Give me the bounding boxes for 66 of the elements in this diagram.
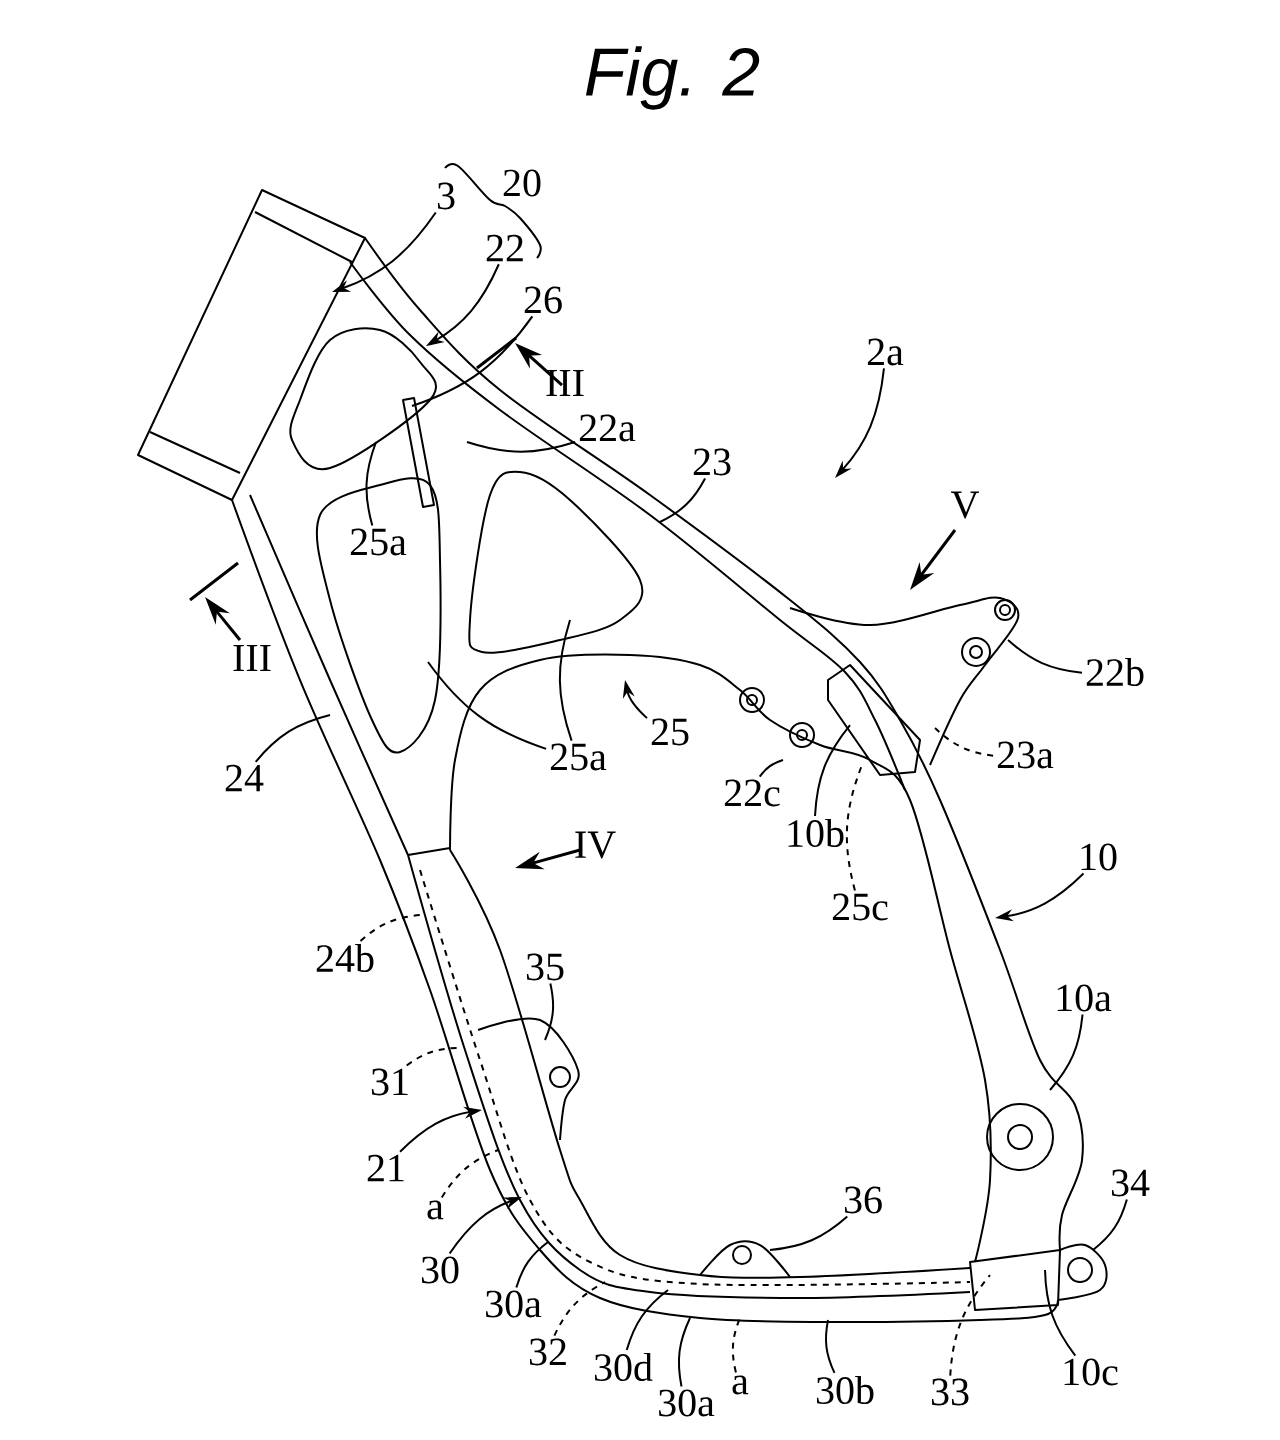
leader-line [1092,1198,1128,1251]
leader-line [949,1274,991,1377]
callout-number: 2a [867,338,904,366]
leader-line [427,661,548,750]
leader-line [1049,1013,1084,1091]
callout-number: 10a [1057,984,1112,1012]
callout-number: 23a [997,741,1054,769]
view-label: V [951,491,979,519]
leader-line [758,759,784,778]
leader-line [659,477,707,523]
leader-line [359,914,421,942]
leader-line [625,1289,669,1351]
callout-number: 34 [1111,1169,1150,1197]
leader-line [553,1281,606,1337]
callout-number: a [427,1200,444,1220]
callout-number: 31 [371,1068,408,1096]
callout-number: 25 [651,718,689,746]
leader-line [365,441,377,527]
callout-number: 10 [1081,843,1117,871]
callout-number: 36 [844,1186,882,1214]
callout-number: 22b [1086,657,1144,687]
leader-line [440,1149,499,1199]
callout-number: 23 [693,448,731,476]
callout-number: 25a [550,743,607,771]
leader-line [544,982,555,1041]
leader-line [405,1047,459,1067]
leader-line [934,727,995,757]
callout-number: 25a [350,528,407,556]
leader-line [814,724,851,817]
callout-number: 24b [316,943,374,973]
view-label: III [233,644,271,672]
figure-title: Fig. 2 [585,46,760,110]
callout-number: a [732,1375,749,1395]
callout-number: 20 [503,169,541,197]
callout-number: 30a [659,1389,715,1417]
leader-line [558,619,573,742]
leader-line [515,1241,549,1289]
callout-number: 22 [486,234,523,262]
callout-number: 21 [367,1154,404,1182]
callout-number: 30b [816,1375,874,1405]
callout-number: 30d [594,1352,653,1382]
leader-line [1044,1269,1077,1357]
callout-number: 33 [931,1378,969,1406]
view-label: IV [575,831,616,859]
callout-number: 35 [526,953,564,981]
callout-number: 3 [437,182,455,210]
callout-number: 26 [524,286,562,314]
leader-line [824,1319,836,1374]
callout-number: 24 [225,764,264,792]
leader-line [677,1317,691,1388]
leader-line [1007,639,1083,674]
leader-line [731,1317,741,1374]
callout-number: 32 [529,1338,566,1366]
callout-number: 22a [579,414,636,442]
callout-number: 30 [421,1256,459,1284]
callout-number: 10c [1064,1358,1118,1386]
leader-line [411,315,534,407]
leader-line [845,764,863,892]
leader-line [254,714,331,763]
callout-number: 22c [724,779,780,807]
view-label: III [546,369,584,397]
leader-line [769,1215,849,1251]
callout-number: 10b [788,818,844,848]
leader-line [466,441,577,453]
callout-number: 30a [486,1290,542,1318]
callout-number: 25c [832,893,888,921]
